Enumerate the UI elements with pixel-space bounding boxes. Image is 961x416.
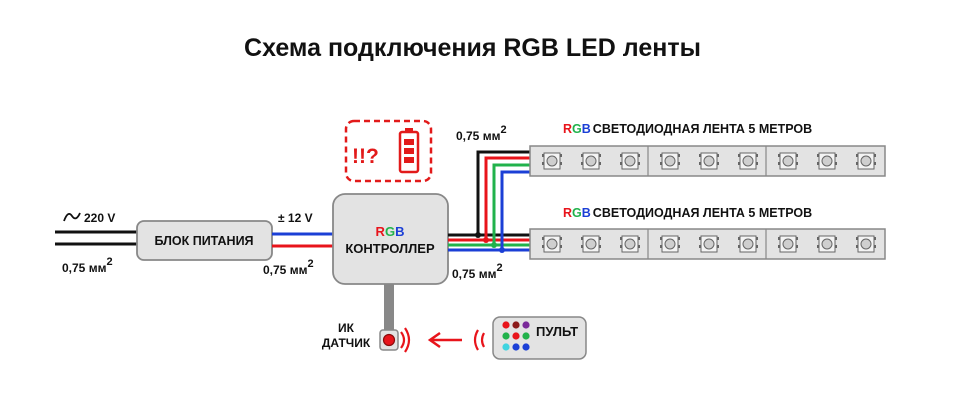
led-chip [699,152,719,170]
mains-voltage-label: 220 V [84,211,115,225]
warning-text: !!? [352,145,379,168]
mains-wire-label: 0,75 мм2 [62,256,113,275]
remote-label: ПУЛЬТ [536,324,578,339]
led-chip [542,235,562,253]
remote-color-button [512,332,520,340]
power-supply-label: БЛОК ПИТАНИЯ [154,234,253,248]
remote-color-button [502,332,510,340]
dc-wires: ± 12 V 0,75 мм2 [263,211,333,277]
led-chip [856,235,876,253]
led-chip [817,235,837,253]
led-chip [660,235,680,253]
led-chip [856,152,876,170]
remote-color-button [512,343,520,351]
led-chip [660,152,680,170]
mains-input: 220 V 0,75 мм2 [55,211,137,275]
remote-color-button [512,321,520,329]
battery-warning-icon: !!? [344,119,433,183]
led-chip [817,152,837,170]
led-chip [778,152,798,170]
power-supply-block: БЛОК ПИТАНИЯ [136,220,273,261]
strip2-wire-label: 0,75 мм2 [452,262,503,281]
dc-wire-label: 0,75 мм2 [263,258,314,277]
led-chip [581,152,601,170]
ir-signal-icon [400,327,411,353]
remote-color-button [522,332,530,340]
led-chip [581,235,601,253]
remote-color-button [522,321,530,329]
ac-wave-icon [63,212,81,222]
arrow-left-icon [427,331,462,349]
remote-color-button [522,343,530,351]
controller-rgb-label: RGB [376,224,405,239]
rgb-controller: RGB КОНТРОЛЛЕР [332,193,449,285]
strip1-wire-label: 0,75 мм2 [456,124,507,143]
led-chip [542,152,562,170]
remote-color-button [502,321,510,329]
led-chip [738,235,758,253]
led-chip [620,152,640,170]
output-wires [448,150,530,253]
led-chip [620,235,640,253]
controller-label: КОНТРОЛЛЕР [345,241,435,256]
remote-color-button [502,343,510,351]
led-chip [738,152,758,170]
remote-control: ПУЛЬТ [473,316,587,360]
dc-voltage-label: ± 12 V [278,211,313,225]
ir-sensor-label-2: ДАТЧИК [322,336,371,350]
diagram-title: Схема подключения RGB LED ленты [244,34,701,62]
led-chip [778,235,798,253]
ir-sensor-label-1: ИК [338,321,355,335]
led-chip [699,235,719,253]
ir-sensor: ИК ДАТЧИК [322,284,411,353]
